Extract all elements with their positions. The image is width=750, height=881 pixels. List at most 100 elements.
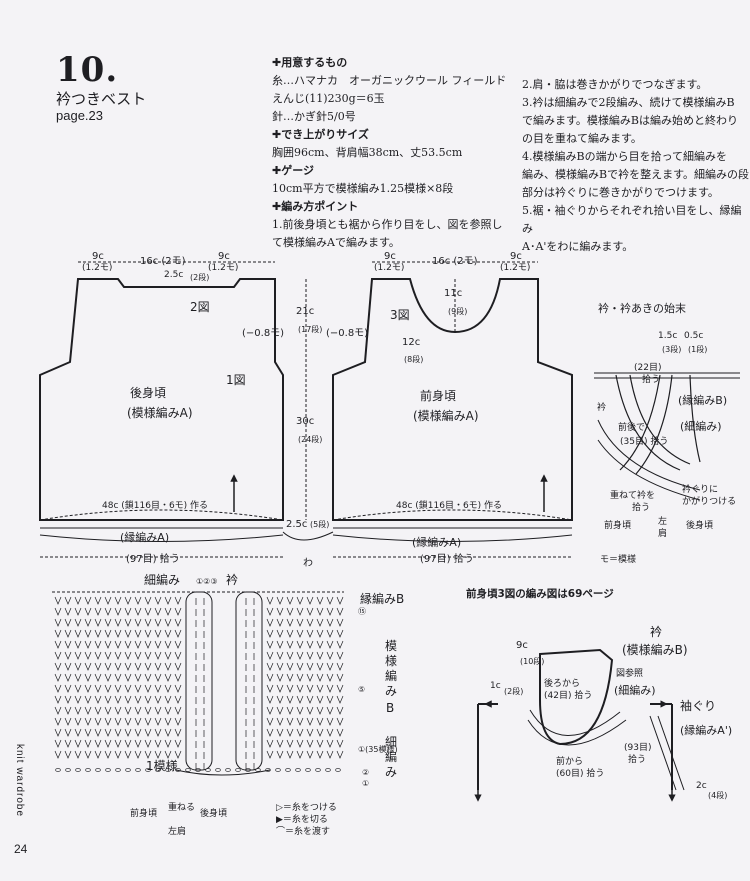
- chart-chain-stitch: [235, 768, 241, 772]
- chart-stitch: [154, 596, 162, 605]
- chart-stitch: [64, 629, 72, 638]
- chart-stitch: [336, 750, 344, 759]
- step-5a: 5.裾・袖ぐりからそれぞれ拾い目をし、縁編み: [522, 204, 742, 235]
- chart-stitch: [104, 673, 112, 682]
- gauge-value: 10cm平方で模様編み1.25模様×8段: [272, 182, 454, 195]
- fig3-from-front: 前から: [556, 755, 583, 767]
- chart-chain-stitch: [265, 768, 271, 772]
- chart-stitch: [84, 706, 92, 715]
- chart-stitch: [326, 640, 334, 649]
- chart-stitch: [84, 739, 92, 748]
- materials-yarn: 糸…ハマナカ オーガニックウール フィールド: [272, 74, 507, 87]
- chart-stitch: [74, 607, 82, 616]
- chart-stitch: [54, 607, 62, 616]
- chart-stitch: [316, 717, 324, 726]
- chart-chain-stitch: [285, 768, 291, 772]
- chart-stitch: [64, 750, 72, 759]
- chart-stitch: [144, 618, 152, 627]
- collar-left: 左: [658, 515, 667, 527]
- chart-legend-attach: ▷＝糸をつける: [276, 801, 337, 813]
- chart-chain-stitch: [315, 768, 321, 772]
- collar-whip: 衿ぐりに: [682, 483, 718, 495]
- back-shoulder-right-st: (1.2モ): [208, 263, 238, 273]
- step-1a: 1.前後身頃とも裾から作り目をし、図を参照し: [272, 218, 503, 231]
- chart-legend-carry: ⌒＝糸を渡す: [276, 825, 330, 837]
- collar-sc: (細編み): [680, 419, 722, 433]
- chart-stitch: [266, 695, 274, 704]
- chart-pattern-b-v5: B: [386, 701, 394, 715]
- chart-stitch: [336, 651, 344, 660]
- back-hem-label: 48c (鎖116目・6モ) 作る: [102, 499, 208, 511]
- hem-height: 2.5c: [286, 519, 307, 530]
- chart-stitch: [306, 640, 314, 649]
- chart-vertical-labels: 模 様 編 み B 細 編 み: [385, 639, 397, 779]
- chart-stitch: [316, 684, 324, 693]
- chart-stitch: [296, 596, 304, 605]
- chart-stitch: [286, 728, 294, 737]
- materials-yarn-amount: えんじ(11)230g＝6玉: [272, 92, 385, 105]
- front-edging-label: (縁編みA): [412, 535, 461, 549]
- chart-stitch: [336, 640, 344, 649]
- back-shoulder-left-st: (1.2モ): [82, 263, 112, 273]
- chart-stitch: [134, 640, 142, 649]
- chart-stitch: [276, 706, 284, 715]
- chart-stitch: [154, 695, 162, 704]
- chart-stitch: [174, 662, 182, 671]
- chart-stitch: [266, 673, 274, 682]
- chart-stitch: [94, 607, 102, 616]
- chart-stitch: [114, 662, 122, 671]
- chart-stitch: [64, 717, 72, 726]
- back-edging-label: (縁編みA): [120, 530, 169, 544]
- fig3-detail: 衿 (模様編みB) 9c (10段) 図参照 後ろから (42目) 拾う (細編…: [474, 624, 732, 802]
- chart-stitch: [54, 596, 62, 605]
- chart-page-ref: 前身頃3図の編み図は69ページ: [466, 588, 614, 600]
- chart-stitch: [64, 651, 72, 660]
- chart-stitch: [286, 739, 294, 748]
- chart-stitch: [276, 695, 284, 704]
- chart-stitch: [154, 618, 162, 627]
- points-heading: ✚編み方ポイント: [272, 200, 359, 213]
- chart-stitch: [124, 717, 132, 726]
- chart-stitch: [316, 673, 324, 682]
- chart-pattern-b-v2: 様: [385, 654, 397, 668]
- chart-stitch: [336, 695, 344, 704]
- chart-stitch: [94, 651, 102, 660]
- chart-stitch: [154, 706, 162, 715]
- chart-stitch: [174, 684, 182, 693]
- chart-stitch: [54, 618, 62, 627]
- chart-stitch: [84, 750, 92, 759]
- back-neck-width: 16c (2モ): [140, 256, 186, 267]
- chart-stitch: [74, 596, 82, 605]
- chart-sc-v2: 編: [385, 749, 397, 764]
- chart-stitch: [84, 640, 92, 649]
- chart-stitch: [164, 750, 172, 759]
- chart-stitch: [84, 695, 92, 704]
- chart-stitch: [276, 717, 284, 726]
- front-shoulder-left-st: (1.2モ): [374, 263, 404, 273]
- collar-overlap2: 拾う: [632, 501, 650, 513]
- chart-stitch: [276, 629, 284, 638]
- chart-stitch: [124, 607, 132, 616]
- chart-stitch: [74, 673, 82, 682]
- chart-stitch: [134, 728, 142, 737]
- chart-stitch: [276, 728, 284, 737]
- chart-stitch: [316, 695, 324, 704]
- chart-stitch: [134, 629, 142, 638]
- chart-stitch: [144, 662, 152, 671]
- back-fig2-label: 2図: [190, 300, 210, 314]
- chart-stitch: [296, 728, 304, 737]
- materials-heading: ✚用意するもの: [272, 56, 348, 69]
- chart-stitch: [266, 739, 274, 748]
- chart-stitch: [74, 706, 82, 715]
- back-pickup-curve: [39, 534, 284, 542]
- chart-stitch: [134, 662, 142, 671]
- chart-stitch: [306, 607, 314, 616]
- chart-stitch: [276, 640, 284, 649]
- chart-stitch: [326, 717, 334, 726]
- chart-stitch: [74, 695, 82, 704]
- chart-stitch: [296, 629, 304, 638]
- chart-chain-stitch: [185, 768, 191, 772]
- chart-stitch: [114, 607, 122, 616]
- chart-stitch: [296, 684, 304, 693]
